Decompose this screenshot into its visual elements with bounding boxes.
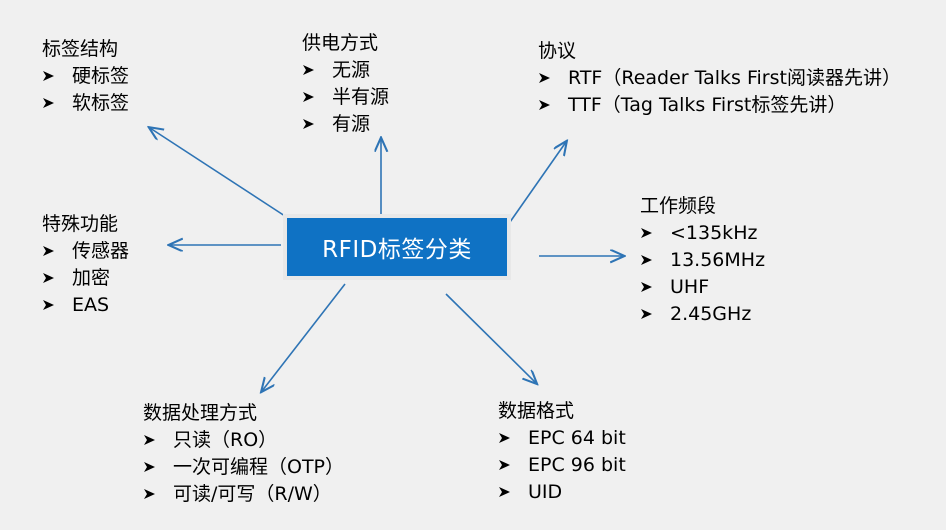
- arrowhead-bullet-icon: [302, 111, 332, 130]
- list-item: TTF（Tag Talks First标签先讲）: [538, 92, 901, 119]
- branch-structure-title: 标签结构: [42, 38, 119, 60]
- center-node-label: RFID标签分类: [322, 237, 472, 263]
- branch-protocol-title: 协议: [538, 40, 577, 62]
- branch-power-title: 供电方式: [302, 32, 379, 54]
- arrowhead-bullet-icon: [143, 454, 173, 473]
- branch-format: 数据格式 EPC 64 bit EPC 96 bit UID: [498, 398, 626, 506]
- arrowhead-bullet-icon: [640, 274, 670, 293]
- branch-protocol-list: RTF（Reader Talks First阅读器先讲） TTF（Tag Tal…: [538, 65, 901, 119]
- arrowhead-bullet-icon: [538, 92, 568, 111]
- list-item-label: 2.45GHz: [670, 303, 752, 325]
- arrowhead-bullet-icon: [640, 220, 670, 239]
- list-item-label: <135kHz: [670, 222, 758, 244]
- list-item-label: EPC 96 bit: [528, 454, 626, 476]
- list-item-label: 可读/可写（R/W）: [173, 483, 332, 505]
- arrow-to-structure: [150, 128, 289, 219]
- list-item-label: 有源: [332, 113, 371, 135]
- list-item: 13.56MHz: [640, 247, 765, 274]
- branch-processing-list: 只读（RO） 一次可编程（OTP） 可读/可写（R/W）: [143, 427, 344, 508]
- list-item-label: UID: [528, 481, 563, 503]
- list-item: EPC 64 bit: [498, 425, 626, 452]
- arrowhead-bullet-icon: [42, 292, 72, 311]
- arrow-to-processing: [262, 283, 346, 391]
- list-item: UID: [498, 479, 626, 506]
- list-item-label: 硬标签: [72, 65, 130, 87]
- list-item: 软标签: [42, 90, 129, 117]
- list-item-label: EAS: [72, 294, 110, 316]
- branch-frequency-list: <135kHz 13.56MHz UHF 2.45GHz: [640, 220, 765, 328]
- branch-format-list: EPC 64 bit EPC 96 bit UID: [498, 425, 626, 506]
- list-item: 无源: [302, 57, 389, 84]
- branch-protocol: 协议 RTF（Reader Talks First阅读器先讲） TTF（Tag …: [538, 38, 901, 119]
- branch-processing-title: 数据处理方式: [143, 402, 258, 424]
- branch-structure-list: 硬标签 软标签: [42, 63, 129, 117]
- list-item: EPC 96 bit: [498, 452, 626, 479]
- list-item-label: 13.56MHz: [670, 249, 766, 271]
- branch-power: 供电方式 无源 半有源 有源: [302, 30, 389, 138]
- arrowhead-bullet-icon: [42, 63, 72, 82]
- list-item: 加密: [42, 265, 129, 292]
- list-item: EAS: [42, 292, 129, 319]
- list-item-label: TTF（Tag Talks First标签先讲）: [568, 94, 847, 116]
- list-item-label: EPC 64 bit: [528, 427, 626, 449]
- arrowhead-bullet-icon: [302, 84, 332, 103]
- list-item: RTF（Reader Talks First阅读器先讲）: [538, 65, 901, 92]
- list-item: 可读/可写（R/W）: [143, 481, 344, 508]
- arrow-to-format: [445, 293, 536, 383]
- branch-special: 特殊功能 传感器 加密 EAS: [42, 211, 129, 319]
- list-item-label: 软标签: [72, 92, 130, 114]
- arrowhead-bullet-icon: [498, 425, 528, 444]
- branch-processing: 数据处理方式 只读（RO） 一次可编程（OTP） 可读/可写（R/W）: [143, 400, 344, 508]
- center-node[interactable]: RFID标签分类: [283, 214, 511, 280]
- list-item: <135kHz: [640, 220, 765, 247]
- list-item-label: 只读（RO）: [173, 429, 278, 451]
- arrowhead-bullet-icon: [42, 238, 72, 257]
- branch-special-title: 特殊功能: [42, 213, 119, 235]
- arrowhead-bullet-icon: [640, 301, 670, 320]
- list-item-label: 无源: [332, 59, 371, 81]
- branch-power-list: 无源 半有源 有源: [302, 57, 389, 138]
- branch-frequency-title: 工作频段: [640, 195, 717, 217]
- arrowhead-bullet-icon: [42, 265, 72, 284]
- list-item-label: UHF: [670, 276, 710, 298]
- arrowhead-bullet-icon: [302, 57, 332, 76]
- list-item-label: RTF（Reader Talks First阅读器先讲）: [568, 67, 901, 89]
- list-item: 有源: [302, 111, 389, 138]
- list-item: 硬标签: [42, 63, 129, 90]
- arrowhead-bullet-icon: [640, 247, 670, 266]
- list-item-label: 传感器: [72, 240, 130, 262]
- list-item-label: 一次可编程（OTP）: [173, 456, 345, 478]
- list-item: 一次可编程（OTP）: [143, 454, 344, 481]
- list-item: 传感器: [42, 238, 129, 265]
- branch-special-list: 传感器 加密 EAS: [42, 238, 129, 319]
- list-item: 2.45GHz: [640, 301, 765, 328]
- arrowhead-bullet-icon: [498, 479, 528, 498]
- branch-format-title: 数据格式: [498, 400, 575, 422]
- arrowhead-bullet-icon: [143, 481, 173, 500]
- arrowhead-bullet-icon: [498, 452, 528, 471]
- list-item: UHF: [640, 274, 765, 301]
- list-item: 只读（RO）: [143, 427, 344, 454]
- arrowhead-bullet-icon: [42, 90, 72, 109]
- arrow-to-protocol: [509, 142, 566, 223]
- arrowhead-bullet-icon: [538, 65, 568, 84]
- branch-frequency: 工作频段 <135kHz 13.56MHz UHF: [640, 193, 765, 328]
- arrowhead-bullet-icon: [143, 427, 173, 446]
- list-item: 半有源: [302, 84, 389, 111]
- list-item-label: 半有源: [332, 86, 390, 108]
- branch-structure: 标签结构 硬标签 软标签: [42, 36, 129, 117]
- list-item-label: 加密: [72, 267, 111, 289]
